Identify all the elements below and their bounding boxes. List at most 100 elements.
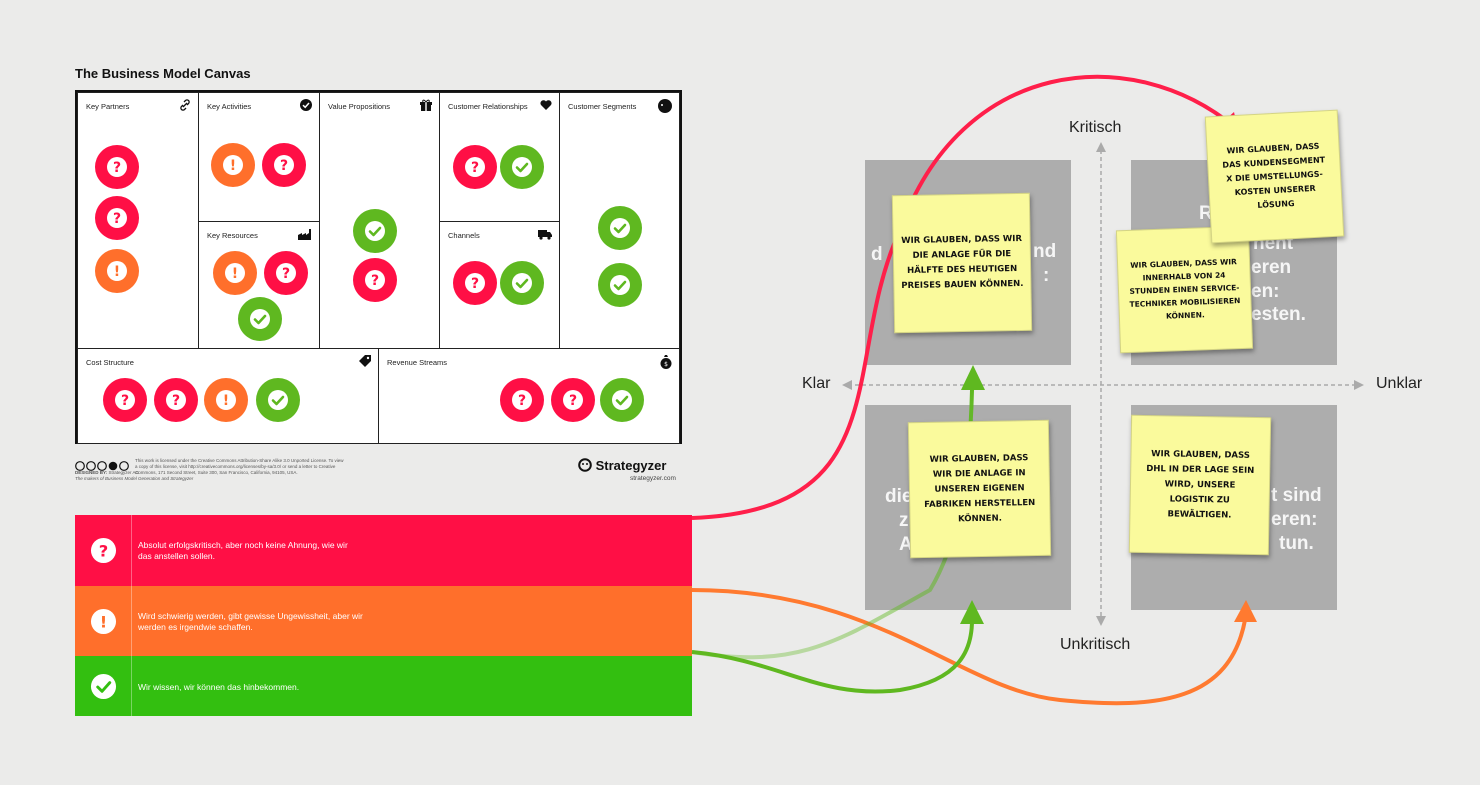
check-marker [500,145,544,189]
legend-row-difficult: ! Wird schwierig werden, gibt gewisse Un… [75,586,692,657]
legend-separator [131,515,132,586]
svg-text:?: ? [569,393,577,409]
cell-label: Cost Structure [86,358,134,367]
cell-label: Key Resources [207,231,258,240]
sticky-text: WIR GLAUBEN, DASS WIR INNERHALB VON 24 S… [1129,257,1241,321]
ghost-text: eren: [1271,509,1318,530]
check-marker [238,297,282,341]
check-circle-icon [300,99,312,111]
svg-text:?: ? [471,276,479,292]
sticky-note-2[interactable]: WIR GLAUBEN, DASS DAS KUNDENSEGMENT X DI… [1204,109,1345,244]
sticky-text: WIR GLAUBEN, DASS DHL IN DER LAGE SEIN W… [1146,448,1255,521]
canvas-title: The Business Model Canvas [75,66,251,81]
gift-icon [420,99,432,111]
cell-label: Key Partners [86,102,130,111]
exclamation-icon: ! [90,608,117,635]
question-marker: ? [453,145,497,189]
svg-text:?: ? [518,393,526,409]
brand-logo: Strategyzer [578,458,666,473]
svg-text:?: ? [113,160,121,176]
check-marker [598,263,642,307]
axis-label-top: Kritisch [1069,119,1122,136]
question-icon: ? [90,537,117,564]
creative-commons-icon [75,461,129,471]
cell-label: Key Activities [207,102,252,111]
business-model-canvas: Key Partners ? ? ! Key Activities ! ? Ke… [75,90,682,444]
sticky-note-5[interactable]: WIR GLAUBEN, DASS DHL IN DER LAGE SEIN W… [1128,414,1272,556]
cell-cost-structure[interactable]: Cost Structure ? ? ! [77,348,379,444]
legend-separator [131,586,132,657]
face-icon [658,99,672,113]
svg-text:?: ? [172,393,180,409]
legend-text: Wir wissen, wir können das hinbekommen. [138,682,300,692]
cell-value-propositions[interactable]: Value Propositions ? [319,92,440,349]
exclamation-marker: ! [211,143,255,187]
cell-label: Customer Relationships [448,102,528,111]
legend-separator [131,656,132,716]
designed-by-label: DESIGNED BY: [75,470,108,475]
exclamation-marker: ! [213,251,257,295]
svg-text:?: ? [99,541,109,560]
question-marker: ? [500,378,544,422]
check-icon [90,673,117,700]
svg-text:?: ? [121,393,129,409]
brand-url[interactable]: strategyzer.com [630,475,676,482]
legend-row-critical: ? Absolut erfolgskritisch, aber noch kei… [75,515,692,586]
svg-text:?: ? [371,273,379,289]
exclamation-marker: ! [204,378,248,422]
cell-label: Channels [448,231,480,240]
svg-text:!: ! [232,266,238,282]
cell-key-activities[interactable]: Key Activities ! ? [198,92,320,222]
cell-label: Revenue Streams [387,358,448,367]
cell-revenue-streams[interactable]: Revenue Streams $ ? ? [378,348,680,444]
check-marker [256,378,300,422]
cell-label: Value Propositions [328,102,390,111]
strategyzer-logo-icon [578,458,592,472]
check-marker [598,206,642,250]
cell-customer-relationships[interactable]: Customer Relationships ? [439,92,560,222]
designed-by-sub: The makers of Business Model Generation … [75,476,194,481]
ghost-text: en: [1251,281,1280,302]
cell-channels[interactable]: Channels ? [439,221,560,349]
svg-text:$: $ [664,361,668,368]
svg-text:?: ? [280,158,288,174]
axis-label-right: Unklar [1376,375,1423,392]
legend-text: Absolut erfolgskritisch, aber noch keine… [138,540,348,561]
svg-text:!: ! [230,158,236,174]
sticky-note-3[interactable]: WIR GLAUBEN, DASS WIR INNERHALB VON 24 S… [1115,225,1254,354]
question-marker: ? [103,378,147,422]
tag-icon [359,355,371,367]
question-marker: ? [95,145,139,189]
money-bag-icon: $ [660,355,672,369]
ghost-text: esten. [1251,304,1306,325]
question-marker: ? [95,196,139,240]
green-arrow-to-bottom [691,619,974,694]
question-marker: ? [353,258,397,302]
link-icon [180,99,190,111]
axis-label-left: Klar [802,375,831,392]
svg-text:!: ! [100,612,107,631]
check-marker [600,378,644,422]
check-marker [353,209,397,253]
svg-text:?: ? [113,211,121,227]
truck-icon [538,230,552,240]
designed-by: DESIGNED BY: Strategyzer AG [75,470,139,476]
cell-key-resources[interactable]: Key Resources ! ? [198,221,320,349]
axis-label-bottom: Unkritisch [1060,636,1131,653]
license-icons [75,458,131,476]
license-text: This work is licensed under the Creative… [135,458,344,475]
ghost-text: t sind [1271,485,1322,506]
sticky-note-1[interactable]: WIR GLAUBEN, DASS WIR DIE ANLAGE FÜR DIE… [891,192,1033,334]
designed-by-value: Strategyzer AG [108,470,139,475]
cell-key-partners[interactable]: Key Partners ? ? ! [77,92,199,349]
cell-customer-segments[interactable]: Customer Segments [559,92,680,349]
heart-icon [540,100,552,110]
sticky-text: WIR GLAUBEN, DASS DAS KUNDENSEGMENT X DI… [1222,141,1326,210]
legend-row-known: Wir wissen, wir können das hinbekommen. [75,656,692,716]
question-marker: ? [264,251,308,295]
sticky-text: WIR GLAUBEN, DASS WIR DIE ANLAGE IN UNSE… [924,452,1036,524]
sticky-note-4[interactable]: WIR GLAUBEN, DASS WIR DIE ANLAGE IN UNSE… [907,419,1052,559]
question-marker: ? [262,143,306,187]
check-marker [500,261,544,305]
svg-text:!: ! [223,393,229,409]
